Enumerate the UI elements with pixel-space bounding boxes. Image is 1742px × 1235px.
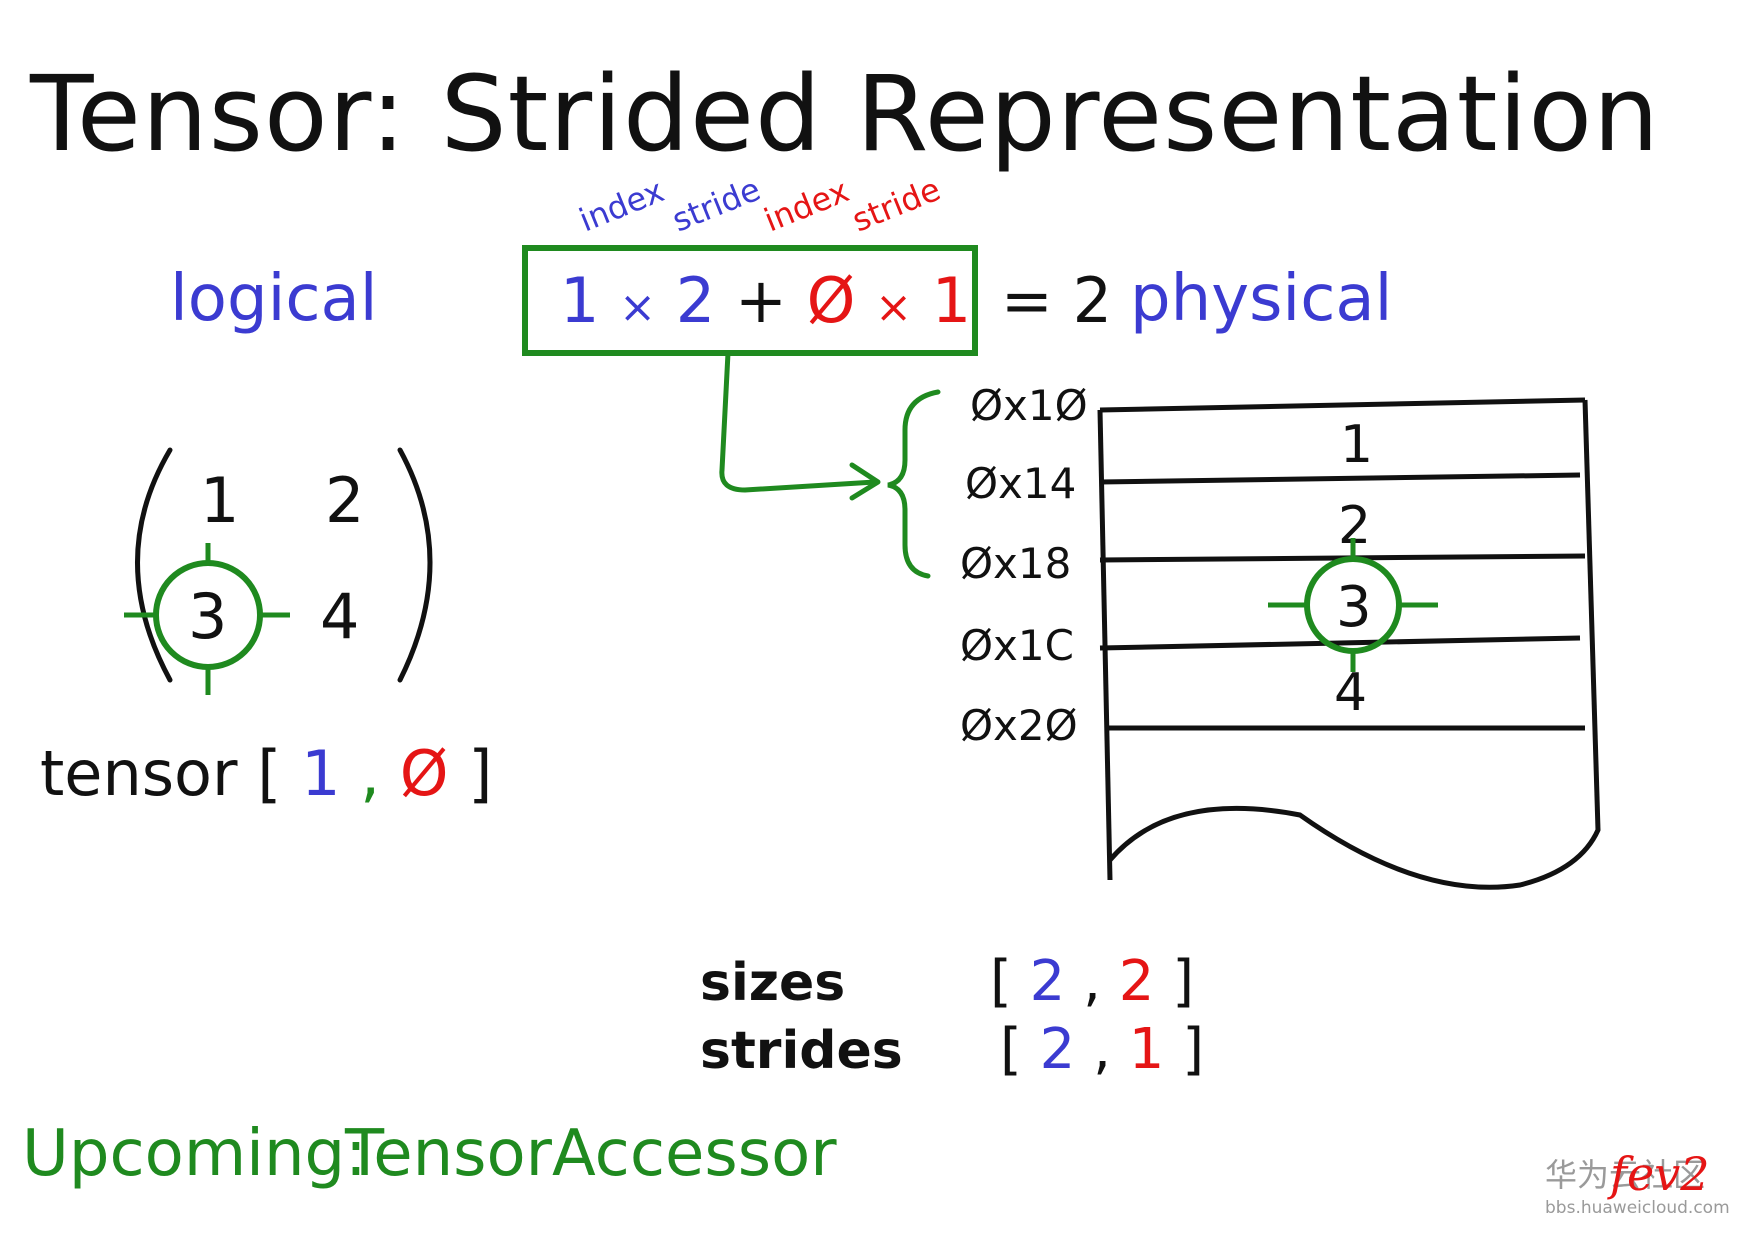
strides-1: 1	[1129, 1017, 1165, 1082]
annotation-stride-blue: stride	[667, 170, 766, 239]
memory-highlight-target-icon	[1268, 538, 1438, 672]
indexing-col: Ø	[400, 737, 449, 810]
equation-times-2: ×	[875, 282, 912, 333]
equation: 1 × 2 + Ø × 1 = 2	[560, 264, 1112, 337]
equation-stride-1: 2	[676, 264, 715, 337]
sizes-1: 2	[1119, 949, 1155, 1014]
equation-stride-2: 1	[932, 264, 971, 337]
strides-open: [	[1000, 1017, 1022, 1082]
strides-value: [ 2 , 1 ]	[1000, 1017, 1204, 1082]
indexing-open-bracket: [	[257, 737, 281, 810]
equation-result: 2	[1073, 264, 1112, 337]
matrix-left-paren	[135, 447, 173, 683]
equation-arrow	[719, 350, 878, 493]
watermark-url: bbs.huaweicloud.com	[1545, 1198, 1730, 1218]
equation-index-1: 1	[560, 264, 599, 337]
memory-addresses: Øx1Ø Øx14 Øx18 Øx1C Øx2Ø	[960, 381, 1088, 750]
matrix-right-paren	[397, 447, 433, 683]
indexing-comma: ,	[360, 737, 380, 810]
indexing-expression: tensor [ 1 , Ø ]	[40, 737, 492, 810]
annotation-stride-red: stride	[847, 170, 946, 239]
indexing-close-bracket: ]	[468, 737, 492, 810]
sizes-0: 2	[1030, 949, 1066, 1014]
footer-upcoming: Upcoming:	[22, 1117, 367, 1191]
strides-comma: ,	[1093, 1017, 1111, 1082]
address-4: Øx2Ø	[960, 701, 1078, 750]
page-title: Tensor: Strided Representation	[29, 53, 1660, 175]
equation-equals: =	[1001, 264, 1053, 337]
annotation-index-red: index	[759, 171, 854, 239]
address-1: Øx14	[965, 459, 1076, 508]
sizes-label: sizes	[700, 953, 845, 1013]
logical-label: logical	[170, 262, 378, 336]
strides-label: strides	[700, 1021, 903, 1081]
address-0: Øx1Ø	[970, 381, 1088, 430]
watermark-cn: 华为云社区	[1545, 1156, 1705, 1194]
indexing-row: 1	[301, 737, 340, 810]
address-2: Øx18	[960, 539, 1071, 588]
physical-label: physical	[1130, 262, 1392, 336]
sizes-close: ]	[1172, 949, 1194, 1014]
logical-matrix: 1 2 3 4	[124, 447, 433, 695]
indexing-prefix: tensor	[40, 737, 238, 810]
memory-values: 1 2 3 4	[1268, 415, 1438, 723]
address-3: Øx1C	[960, 621, 1074, 670]
memory-brace	[887, 389, 941, 579]
equation-times-1: ×	[619, 282, 656, 333]
matrix-cell-4: 4	[320, 580, 359, 653]
equation-index-2: Ø	[807, 264, 856, 337]
footer-next: TensorAccessor	[344, 1117, 837, 1191]
equation-box	[522, 245, 978, 356]
matrix-cell-1: 1	[200, 464, 239, 537]
sizes-comma: ,	[1083, 949, 1101, 1014]
strides-0: 2	[1040, 1017, 1076, 1082]
memory-value-3: 3	[1336, 575, 1372, 640]
sizes-open: [	[990, 949, 1012, 1014]
strides-close: ]	[1182, 1017, 1204, 1082]
equation-plus: +	[735, 264, 787, 337]
matrix-cell-3: 3	[188, 580, 227, 653]
equation-annotations: index stride index stride	[574, 170, 946, 239]
memory-value-4: 4	[1334, 663, 1367, 723]
signature: fev2	[1607, 1147, 1710, 1201]
matrix-highlight-target-icon	[124, 543, 290, 695]
matrix-cell-2: 2	[325, 464, 364, 537]
equation-arrow-head-icon	[849, 462, 881, 501]
sizes-value: [ 2 , 2 ]	[990, 949, 1194, 1014]
annotation-index-blue: index	[574, 171, 669, 239]
memory-value-1: 1	[1340, 415, 1373, 475]
